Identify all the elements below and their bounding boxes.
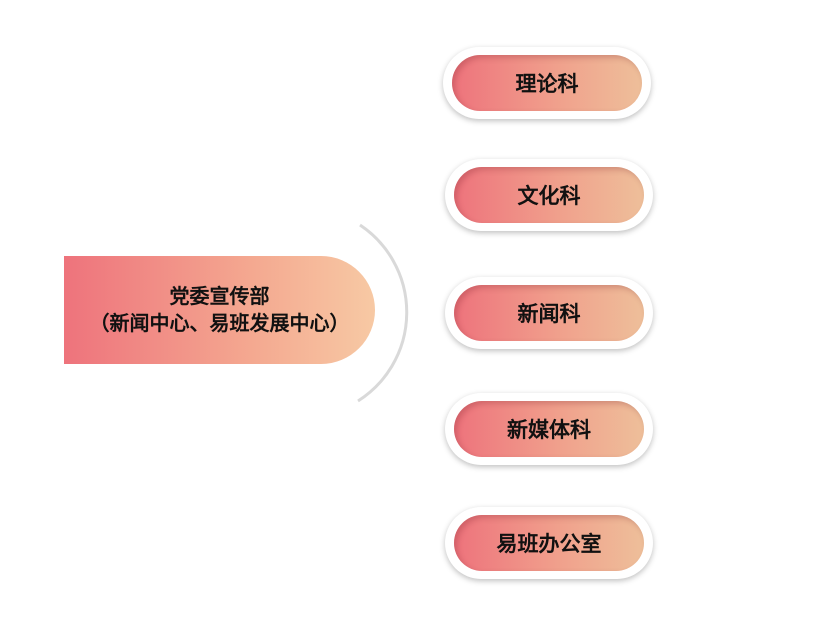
dept-label: 新媒体科: [454, 401, 644, 457]
dept-label: 理论科: [452, 55, 642, 111]
dept-node: 文化科: [445, 159, 653, 231]
dept-label: 文化科: [454, 167, 644, 223]
dept-node: 易班办公室: [445, 507, 653, 579]
dept-label: 易班办公室: [454, 515, 644, 571]
dept-label: 新闻科: [454, 285, 644, 341]
root-title: 党委宣传部: [169, 284, 270, 308]
root-node: 党委宣传部 （新闻中心、易班发展中心）: [64, 256, 375, 364]
root-subtitle: （新闻中心、易班发展中心）: [89, 311, 350, 335]
dept-node: 理论科: [443, 47, 651, 119]
dept-node: 新媒体科: [445, 393, 653, 465]
dept-node: 新闻科: [445, 277, 653, 349]
